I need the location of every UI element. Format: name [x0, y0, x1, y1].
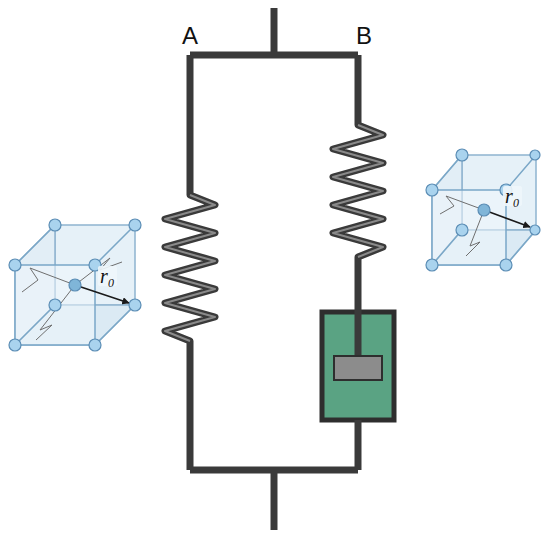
- spring-b: [333, 55, 383, 362]
- lattice-cube-right: [426, 149, 540, 271]
- piston: [334, 356, 382, 380]
- frame: [190, 8, 358, 530]
- distance-label: r₀: [503, 186, 522, 206]
- spring-a: [165, 55, 215, 470]
- branch-label: A: [182, 24, 198, 48]
- branch-label: B: [356, 24, 372, 48]
- distance-label: r₀: [98, 266, 117, 286]
- lattice-cube-left: [9, 219, 141, 351]
